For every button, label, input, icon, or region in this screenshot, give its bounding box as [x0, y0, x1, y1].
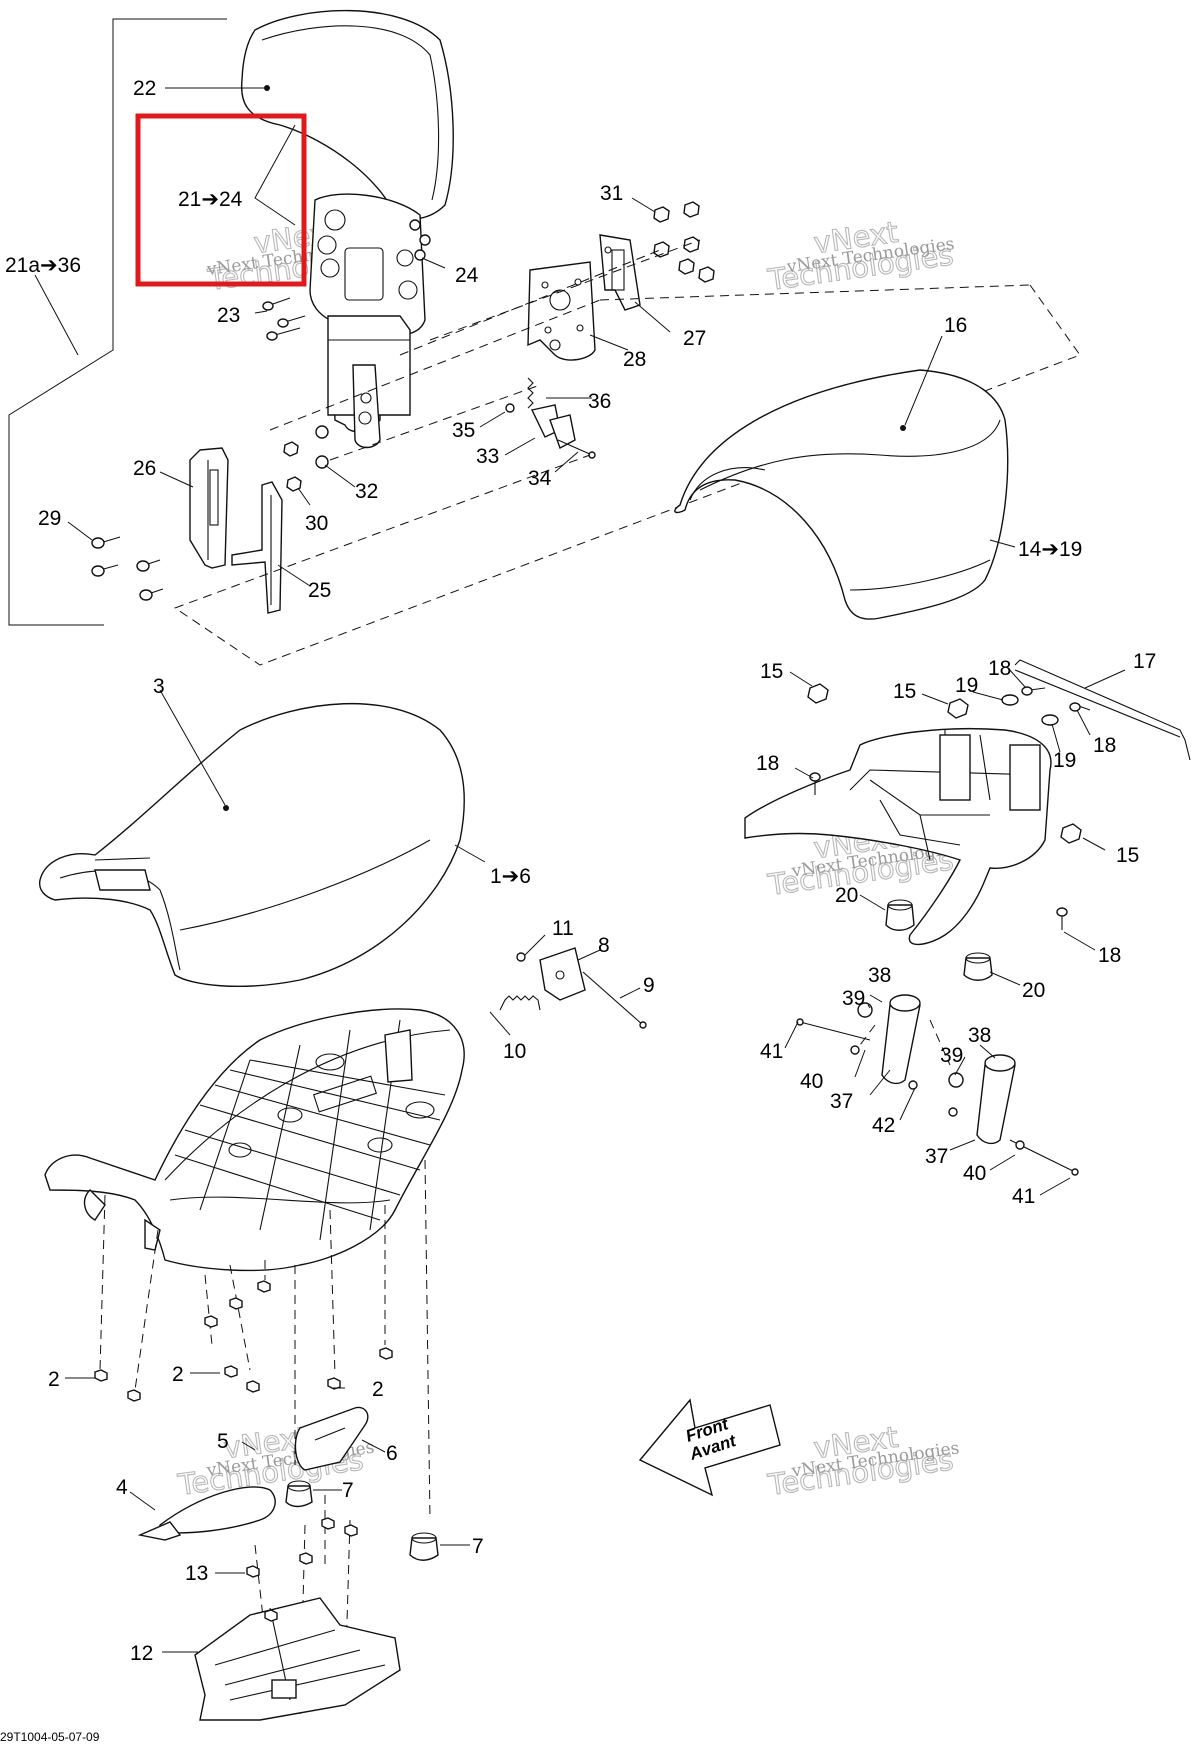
bracket-6 [294, 1406, 369, 1471]
callout-4: 4 [116, 1476, 128, 1499]
callout-2b: 2 [172, 1363, 184, 1386]
upright-25 [231, 481, 283, 614]
callout-labels: 22 21➔24 21a➔36 23 24 31 27 28 36 35 33 … [5, 77, 1156, 1665]
main-seat-cover-3 [38, 702, 465, 987]
hinge-bracket-28 [527, 261, 596, 361]
rubber-bumper-20 [885, 899, 993, 981]
callout-16: 16 [944, 314, 967, 337]
callout-13: 13 [185, 1562, 208, 1585]
callout-31: 31 [600, 182, 623, 205]
callout-25: 25 [308, 579, 331, 602]
callout-8: 8 [598, 934, 610, 957]
callout-20a: 20 [835, 884, 858, 907]
callout-11: 11 [552, 917, 574, 940]
callout-17: 17 [1133, 650, 1156, 673]
callout-39b: 39 [940, 1044, 963, 1067]
spring-10 [499, 995, 541, 1011]
callout-15c: 15 [1116, 844, 1139, 867]
washer-group [283, 425, 329, 492]
callout-30: 30 [305, 512, 328, 535]
callout-24: 24 [455, 264, 479, 287]
bolt-29-group [91, 536, 164, 601]
skid-plate-12 [194, 1517, 401, 1721]
group-bracket-21a-36 [8, 18, 227, 626]
callout-35: 35 [452, 419, 475, 442]
callout-2c: 2 [372, 1378, 384, 1401]
hinge-27 [599, 234, 641, 311]
callout-29: 29 [38, 507, 61, 530]
callout-37a: 37 [830, 1090, 853, 1113]
callout-1-6: 1➔6 [490, 865, 531, 888]
callout-22: 22 [133, 77, 156, 100]
callout-34: 34 [528, 467, 552, 490]
highlight-box [135, 113, 307, 287]
callout-26: 26 [133, 457, 156, 480]
nut-24-group [409, 219, 431, 261]
callout-41b: 41 [1012, 1185, 1035, 1208]
callout-19b: 19 [1053, 749, 1076, 772]
callout-9: 9 [643, 974, 655, 997]
latch-assembly [505, 377, 596, 459]
callout-7b: 7 [472, 1535, 484, 1558]
panel-4 [137, 1486, 276, 1541]
callout-40a: 40 [800, 1070, 823, 1093]
callout-28: 28 [623, 348, 646, 371]
callout-21a-36: 21a➔36 [5, 254, 81, 277]
callout-21-24: 21➔24 [178, 188, 243, 211]
callout-5: 5 [217, 1430, 229, 1453]
drawing-code: 29T1004-05-07-09 [0, 1730, 100, 1744]
callout-12: 12 [130, 1642, 153, 1665]
callout-14-19: 14➔19 [1018, 538, 1082, 561]
callout-23: 23 [217, 304, 240, 327]
callout-7a: 7 [342, 1479, 354, 1502]
callout-18c: 18 [756, 752, 779, 775]
callout-27: 27 [683, 327, 706, 350]
mount-tube-37b [908, 1054, 1079, 1176]
grommet-7a [285, 1480, 313, 1508]
callout-15b: 15 [893, 680, 916, 703]
callout-3: 3 [153, 675, 165, 698]
callout-33: 33 [476, 445, 499, 468]
front-direction-arrow: Front Avant [638, 1398, 781, 1497]
callout-37b: 37 [925, 1145, 948, 1168]
callout-42: 42 [872, 1114, 895, 1137]
upright-26 [189, 447, 229, 569]
callout-18a: 18 [988, 657, 1011, 680]
callout-19a: 19 [955, 674, 978, 697]
callout-38a: 38 [868, 964, 891, 987]
callout-40b: 40 [963, 1162, 986, 1185]
nut-31-group [653, 201, 715, 283]
leader-lines [65, 85, 1126, 1653]
callout-38b: 38 [968, 1024, 991, 1047]
seat-base [44, 1008, 465, 1272]
hinge-8 [516, 947, 647, 1029]
nut-2-group [94, 1280, 393, 1402]
grommet-7b [409, 1532, 439, 1561]
callout-10: 10 [503, 1040, 526, 1063]
callout-15a: 15 [760, 660, 783, 683]
bolt-23-group [262, 297, 306, 341]
rear-rack-base [744, 728, 1052, 946]
callout-18b: 18 [1093, 734, 1116, 757]
callout-36: 36 [588, 390, 611, 413]
callout-2a: 2 [48, 1368, 60, 1391]
grab-rod-17 [1014, 659, 1191, 761]
backrest-assembly [240, 9, 454, 449]
callout-32: 32 [355, 480, 378, 503]
assembly-lines-upper [173, 239, 1081, 666]
passenger-seat-16 [674, 369, 1009, 620]
callout-41a: 41 [760, 1040, 783, 1063]
rack-fasteners [807, 683, 1091, 930]
callout-39a: 39 [842, 987, 865, 1010]
callout-6: 6 [386, 1442, 398, 1465]
callout-18d: 18 [1098, 944, 1121, 967]
mount-tube-37a [796, 994, 921, 1085]
callout-20b: 20 [1022, 979, 1045, 1002]
